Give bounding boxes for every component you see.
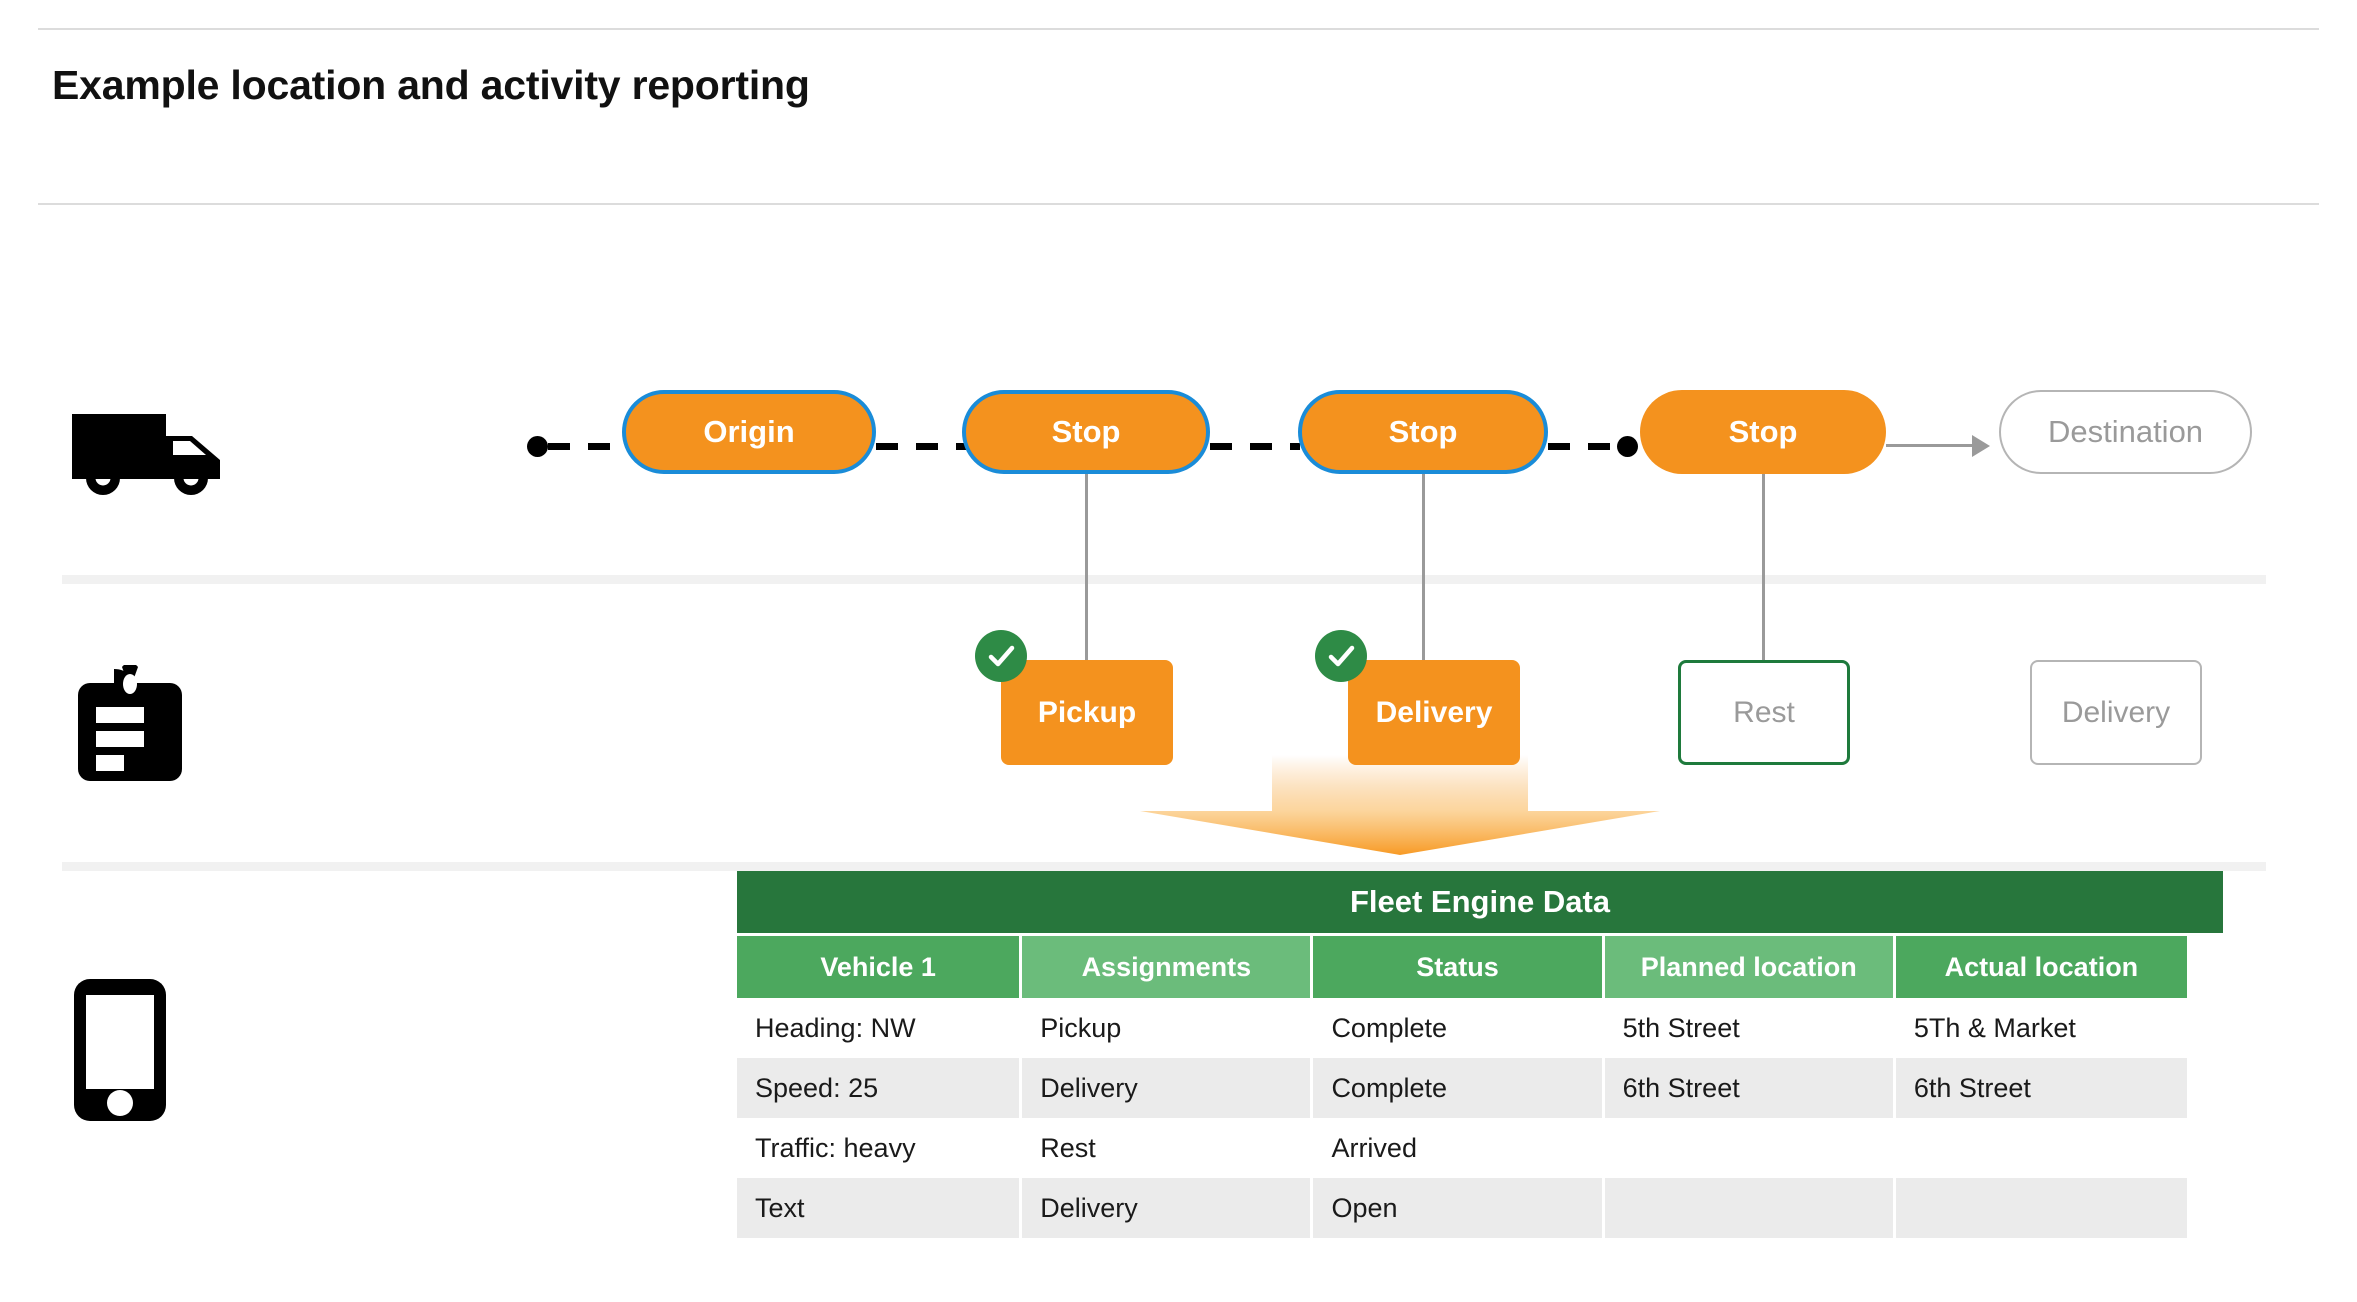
activity-rest[interactable]: Rest [1678, 660, 1850, 765]
table-cell: Text [737, 1178, 1020, 1238]
table-header-label: Actual location [1944, 951, 2139, 982]
activity-delivery-open[interactable]: Delivery [2030, 660, 2202, 765]
page-title: Example location and activity reporting [52, 62, 810, 108]
activity-delivery-complete[interactable]: Delivery [1348, 660, 1520, 765]
table-cell: Arrived [1313, 1118, 1602, 1178]
band-separator-vehicle-activity [62, 575, 2266, 584]
route-node-label: Stop [1728, 414, 1798, 449]
connector-stop3-rest [1762, 474, 1765, 664]
route-node-label: Stop [1388, 414, 1458, 449]
table-cell: Open [1313, 1178, 1602, 1238]
table-row[interactable]: Heading: NW Pickup Complete 5th Street 5… [737, 998, 2190, 1058]
route-node-stop-2[interactable]: Stop [1298, 390, 1548, 474]
table-header-actual-location[interactable]: Actual location [1895, 936, 2188, 998]
route-midpoint-dot [1617, 436, 1638, 457]
route-arrow-line [1886, 444, 1974, 447]
route-origin-dot [527, 436, 548, 457]
table-cell: 6th Street [1604, 1058, 1893, 1118]
table-cell: Delivery [1022, 1058, 1311, 1118]
activity-label: Rest [1733, 695, 1795, 729]
activity-label: Delivery [2061, 695, 2171, 729]
table-header-planned-location[interactable]: Planned location [1604, 936, 1893, 998]
route-dash-2 [1210, 443, 1300, 450]
table-cell: Traffic: heavy [737, 1118, 1020, 1178]
table-cell: Rest [1022, 1118, 1311, 1178]
delivery-complete-check-icon [1315, 630, 1367, 682]
table-header-status[interactable]: Status [1313, 936, 1602, 998]
table-title: Fleet Engine Data [1349, 884, 1611, 919]
table-cell: Pickup [1022, 998, 1311, 1058]
table-row[interactable]: Text Delivery Open [737, 1178, 2190, 1238]
table-cell [1604, 1178, 1893, 1238]
table-cell: Speed: 25 [737, 1058, 1020, 1118]
table-cell [1895, 1178, 2188, 1238]
route-dash-3 [1548, 443, 1622, 450]
drilldown-arrow-icon [1140, 755, 1660, 855]
route-dash-1 [876, 443, 966, 450]
table-header-label: Vehicle 1 [820, 951, 936, 982]
table-title-bar: Fleet Engine Data [737, 871, 2223, 933]
route-node-label: Origin [703, 414, 795, 449]
header-divider-top [38, 28, 2319, 30]
route-node-origin[interactable]: Origin [622, 390, 876, 474]
table-cell: 6th Street [1895, 1058, 2188, 1118]
route-arrow-head-icon [1972, 435, 1990, 457]
connector-stop2-delivery [1422, 474, 1425, 664]
table-cell [1604, 1118, 1893, 1178]
table-body: Heading: NW Pickup Complete 5th Street 5… [737, 998, 2190, 1238]
route-dash-0 [548, 443, 622, 450]
table-cell: Complete [1313, 1058, 1602, 1118]
table-cell: Delivery [1022, 1178, 1311, 1238]
table-header-vehicle[interactable]: Vehicle 1 [737, 936, 1020, 998]
table-header-label: Assignments [1081, 951, 1252, 982]
header-divider-bottom [38, 203, 2319, 205]
pickup-complete-check-icon [975, 630, 1027, 682]
table-cell: Complete [1313, 998, 1602, 1058]
clipboard-icon [70, 663, 190, 785]
band-separator-activity-device [62, 862, 2266, 871]
table-row[interactable]: Speed: 25 Delivery Complete 6th Street 6… [737, 1058, 2190, 1118]
route-node-destination[interactable]: Destination [1999, 390, 2252, 474]
table-header-row: Vehicle 1 Assignments Status Planned loc… [737, 936, 2190, 998]
table-cell: Heading: NW [737, 998, 1020, 1058]
table-header-label: Planned location [1640, 951, 1857, 982]
table-cell: 5th Street [1604, 998, 1893, 1058]
truck-icon [70, 408, 230, 498]
connector-stop1-pickup [1085, 474, 1088, 664]
table-cell: 5Th & Market [1895, 998, 2188, 1058]
activity-pickup[interactable]: Pickup [1001, 660, 1173, 765]
route-node-label: Destination [2047, 414, 2204, 449]
table-header-assignments[interactable]: Assignments [1022, 936, 1311, 998]
activity-label: Pickup [1037, 695, 1137, 729]
table-row[interactable]: Traffic: heavy Rest Arrived [737, 1118, 2190, 1178]
route-node-stop-3[interactable]: Stop [1640, 390, 1886, 474]
route-node-label: Stop [1051, 414, 1121, 449]
mobile-phone-icon [70, 975, 170, 1125]
table-cell [1895, 1118, 2188, 1178]
activity-label: Delivery [1375, 695, 1493, 729]
fleet-engine-data-table: Fleet Engine Data Vehicle 1 Assignments … [737, 871, 2223, 1238]
route-node-stop-1[interactable]: Stop [962, 390, 1210, 474]
table-header-label: Status [1416, 951, 1499, 982]
